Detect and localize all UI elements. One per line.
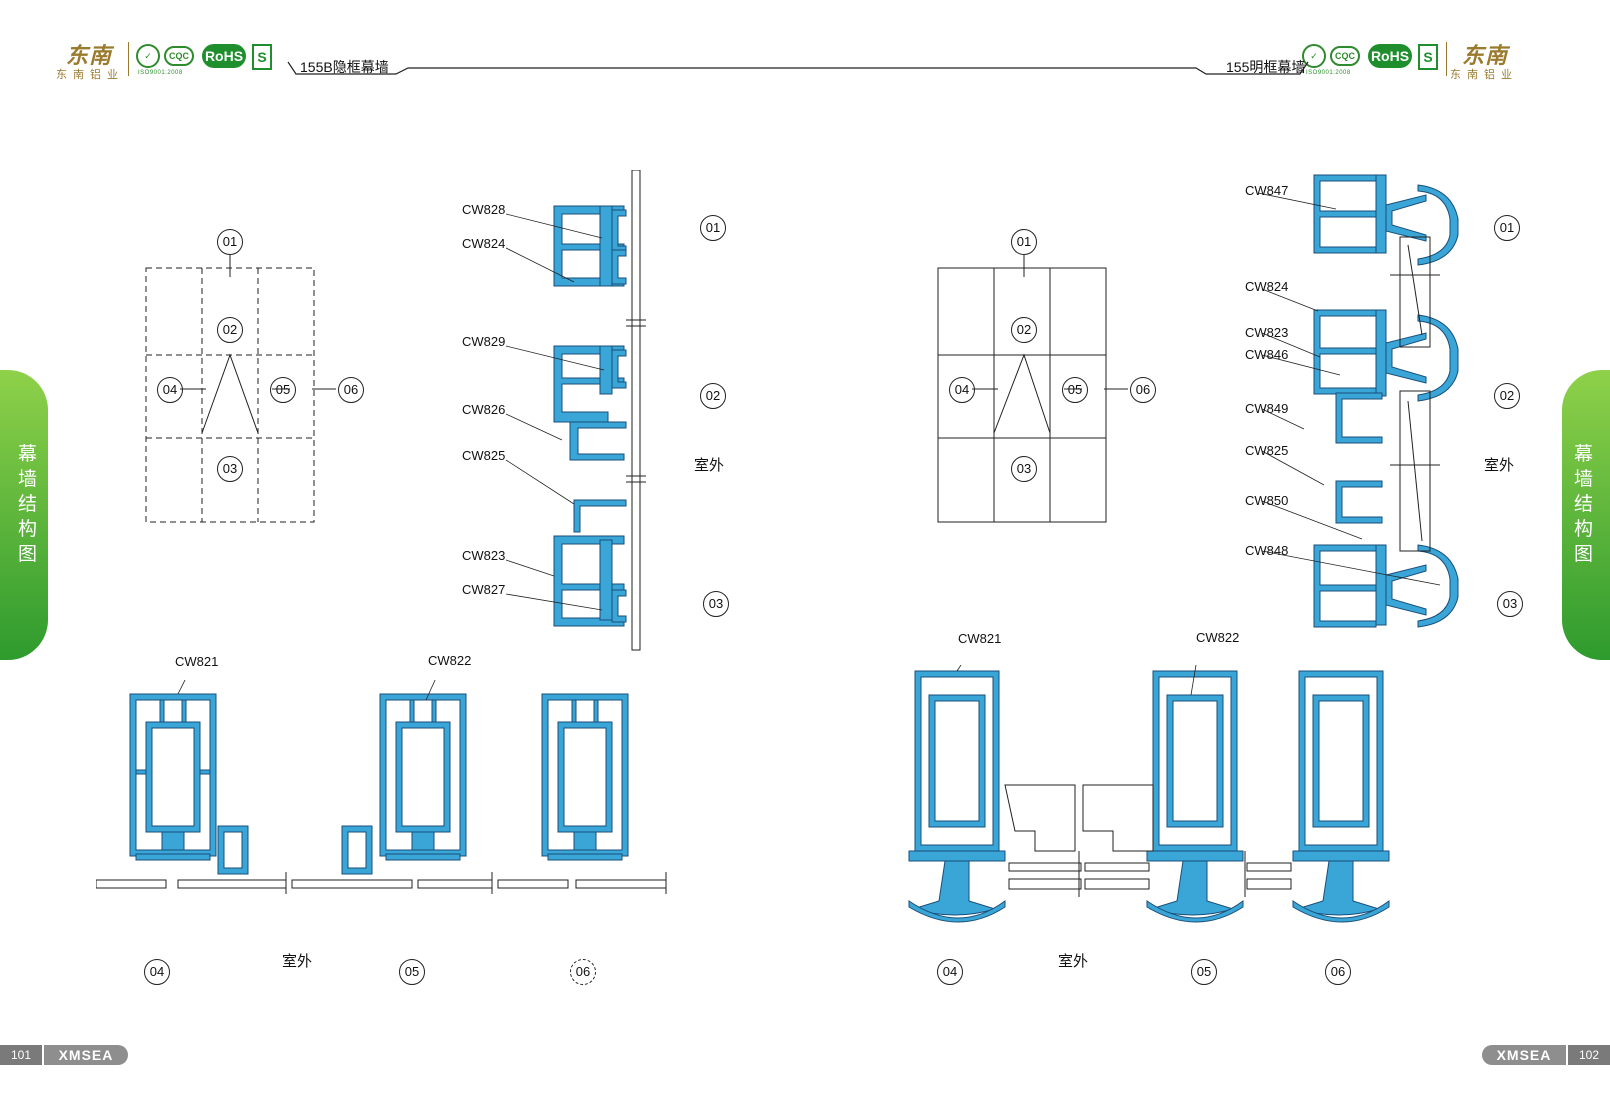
section-marker: 02 <box>1494 383 1520 409</box>
grid-marker: 05 <box>270 377 296 403</box>
footer-brand-right: XMSEA <box>1482 1045 1566 1065</box>
section-marker: 05 <box>1191 959 1217 985</box>
profile-label: CW828 <box>462 202 506 217</box>
profile-label: CW847 <box>1245 183 1289 198</box>
cert-iso-text: ISO9001:2008 <box>1306 70 1351 76</box>
cert-seal-icon: ✓ <box>1302 44 1326 68</box>
side-tab-right: 幕墙结构图 <box>1562 370 1610 660</box>
profile-label: CW846 <box>1245 347 1289 362</box>
brand-logo: 东南 <box>66 43 113 69</box>
brand-logo: 东南 <box>1462 43 1509 69</box>
header-divider <box>128 42 129 76</box>
qs-badge: S <box>1418 44 1438 70</box>
side-tab-label: 幕墙结构图 <box>1574 444 1594 565</box>
cert-iso-text: ISO9001:2008 <box>138 70 183 76</box>
header-right: ✓ CQC ISO9001:2008 RoHS S 东南 东南铝业 <box>1300 38 1560 82</box>
profile-label: CW822 <box>1196 630 1240 645</box>
footer-brand-left: XMSEA <box>44 1045 128 1065</box>
header-left: 东南 东南铝业 ✓ CQC ISO9001:2008 RoHS S <box>56 38 356 82</box>
outside-label: 室外 <box>694 457 725 474</box>
outside-label: 室外 <box>1058 953 1089 970</box>
grid-marker: 01 <box>1011 229 1037 255</box>
grid-marker: 06 <box>338 377 364 403</box>
elevation-grid-left <box>145 255 336 523</box>
page-title-left: 155B隐框幕墙 <box>300 59 389 75</box>
grid-marker: 02 <box>217 317 243 343</box>
section-marker: 01 <box>1494 215 1520 241</box>
grid-marker: 06 <box>1130 377 1156 403</box>
profile-label: CW826 <box>462 402 506 417</box>
profile-label: CW822 <box>428 653 472 668</box>
grid-marker: 03 <box>1011 456 1037 482</box>
section-marker: 05 <box>399 959 425 985</box>
profile-label: CW825 <box>462 448 506 463</box>
grid-marker: 01 <box>217 229 243 255</box>
rohs-badge: RoHS <box>1368 44 1412 68</box>
outside-label: 室外 <box>282 953 313 970</box>
vertical-section-left <box>505 170 646 651</box>
profile-label: CW827 <box>462 582 506 597</box>
grid-marker: 02 <box>1011 317 1037 343</box>
profile-label: CW821 <box>175 654 219 669</box>
profile-label: CW829 <box>462 334 506 349</box>
section-marker: 04 <box>144 959 170 985</box>
profile-label: CW823 <box>462 548 506 563</box>
profile-label: CW824 <box>1245 279 1289 294</box>
section-marker: 01 <box>700 215 726 241</box>
grid-marker: 04 <box>949 377 975 403</box>
section-marker: 06 <box>570 959 596 985</box>
page-number-left: 101 <box>0 1045 42 1065</box>
page-title-right: 155明框幕墙 <box>1226 59 1306 75</box>
vertical-section-right <box>1257 174 1459 628</box>
brand-name: 东南铝业 <box>56 69 124 81</box>
section-marker: 04 <box>937 959 963 985</box>
grid-marker: 04 <box>157 377 183 403</box>
section-marker: 03 <box>1497 591 1523 617</box>
horizontal-section-right <box>908 665 1390 923</box>
grid-marker: 05 <box>1062 377 1088 403</box>
profile-label: CW825 <box>1245 443 1289 458</box>
brand-name: 东南铝业 <box>1450 69 1518 81</box>
profile-label: CW848 <box>1245 543 1289 558</box>
page-number-right: 102 <box>1568 1045 1610 1065</box>
grid-marker: 03 <box>217 456 243 482</box>
section-marker: 03 <box>703 591 729 617</box>
profile-label: CW849 <box>1245 401 1289 416</box>
cqc-icon: CQC <box>164 46 194 66</box>
header-rule <box>287 61 1309 75</box>
cqc-icon: CQC <box>1330 46 1360 66</box>
section-marker: 02 <box>700 383 726 409</box>
profile-label: CW850 <box>1245 493 1289 508</box>
horizontal-section-left <box>96 680 667 894</box>
profile-label: CW823 <box>1245 325 1289 340</box>
rohs-badge: RoHS <box>202 44 246 68</box>
header-divider <box>1446 42 1447 76</box>
cert-seal-icon: ✓ <box>136 44 160 68</box>
side-tab-label: 幕墙结构图 <box>18 444 38 565</box>
profile-label: CW821 <box>958 631 1002 646</box>
qs-badge: S <box>252 44 272 70</box>
outside-label: 室外 <box>1484 457 1515 474</box>
side-tab-left: 幕墙结构图 <box>0 370 48 660</box>
profile-label: CW824 <box>462 236 506 251</box>
section-marker: 06 <box>1325 959 1351 985</box>
